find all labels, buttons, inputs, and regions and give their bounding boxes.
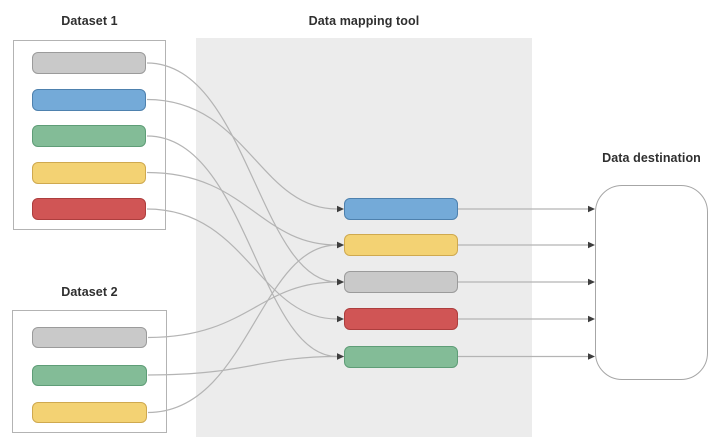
dataset2-field-pill-yellow [32,402,147,423]
arrowhead-icon [588,278,595,286]
dataset1-field-pill-green [32,125,146,147]
dataset1-field-pill-yellow [32,161,146,184]
destination-title: Data destination [602,151,701,165]
mapper-field-pill-green [344,345,458,368]
dataset2-field-pill-gray [32,327,147,348]
dataset1-field-pill-red [32,198,146,220]
dataset2-title: Dataset 2 [61,285,118,299]
mapper-field-pill-yellow [344,234,458,256]
arrowhead-icon [588,205,595,213]
destination-box [595,185,708,380]
dataset2-field-pill-green [32,364,147,386]
mapper-field-pill-blue [344,198,458,220]
dataset1-title: Dataset 1 [61,14,118,28]
mapper-field-pill-gray [344,271,458,293]
dataset1-field-pill-blue [32,88,146,111]
arrowhead-icon [588,241,595,249]
dataset1-field-pill-gray [32,52,146,74]
arrowhead-icon [588,353,595,360]
mapper-field-pill-red [344,308,458,330]
arrowhead-icon [588,315,595,323]
mapping-tool-title: Data mapping tool [308,14,420,28]
